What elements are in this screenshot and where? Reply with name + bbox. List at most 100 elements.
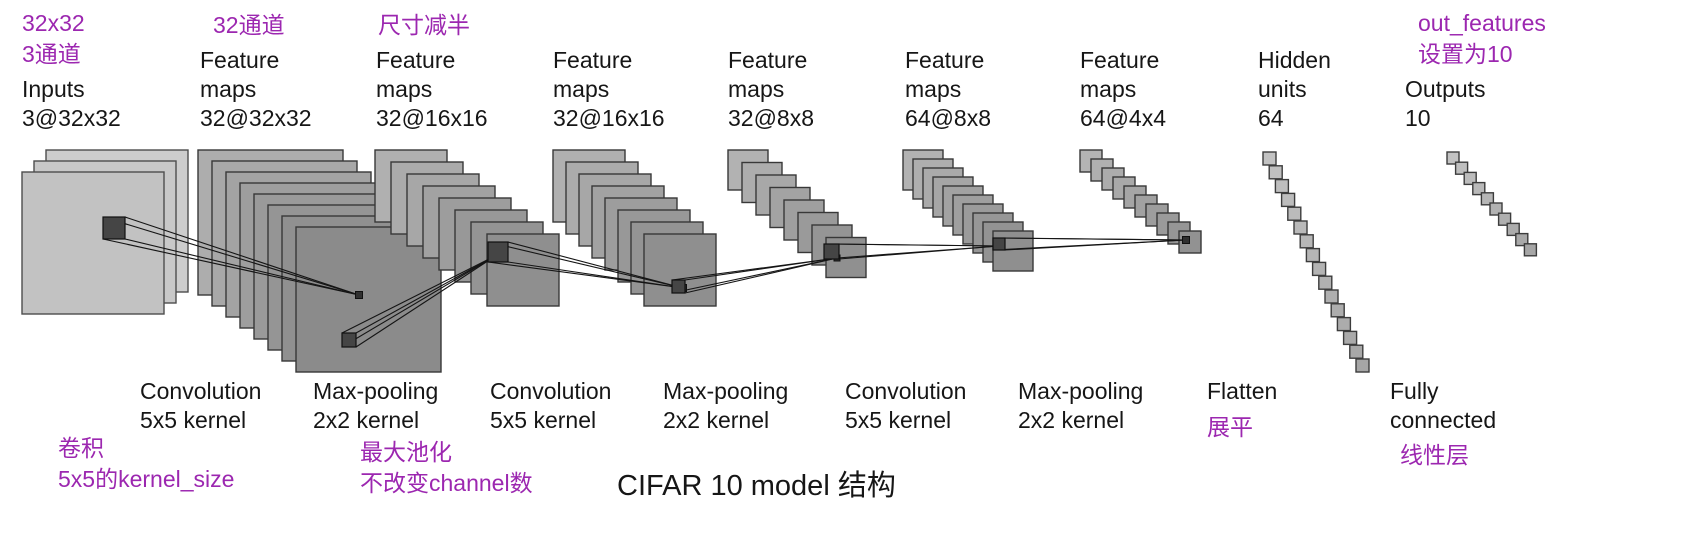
annotation-fully-connected: 线性层 (1400, 440, 1469, 471)
hidden-units-chain-plane-12 (1330, 303, 1345, 318)
hidden-units-chain-plane-15 (1349, 344, 1364, 359)
op-label-pool3-line-2: 2x2 kernel (1018, 407, 1125, 433)
conv2-kernel-line-1 (487, 241, 684, 289)
layer-label-feature-maps-5-line-2: maps (905, 76, 962, 102)
hidden-units-chain-plane-5 (1287, 206, 1302, 221)
op-label-fully-connected-line-2: connected (1390, 407, 1497, 433)
layer-label-feature-maps-5-line-3: 64@8x8 (905, 105, 992, 131)
op-label-flatten-line-1: Flatten (1207, 378, 1278, 404)
conv1-feature-maps-plane-8 (295, 226, 442, 373)
op-label-conv3: Convolution 5x5 kernel (845, 377, 966, 435)
op-label-pool2-line-2: 2x2 kernel (663, 407, 770, 433)
op-label-pool3-line-1: Max-pooling (1018, 378, 1144, 404)
pool1-kernel (341, 332, 357, 348)
layer-label-hidden-units-line-2: units (1258, 76, 1307, 102)
hidden-units-chain-plane-6 (1293, 220, 1308, 235)
hidden-units-chain-plane-1 (1262, 151, 1277, 166)
layer-label-feature-maps-4-line-3: 32@8x8 (728, 105, 815, 131)
conv3-feature-maps-plane-10 (992, 230, 1034, 272)
hidden-units-chain-plane-3 (1274, 178, 1290, 194)
layer-label-hidden-units: Hidden units 64 (1258, 46, 1331, 133)
annotation-fully-connected-line-1: 线性层 (1400, 442, 1469, 468)
layer-label-outputs-line-2: 10 (1405, 105, 1431, 131)
layer-label-hidden-units-line-3: 64 (1258, 105, 1284, 131)
conv2-feature-maps-plane-8 (643, 233, 717, 307)
annotation-conv1: 卷积 5x5的kernel_size (58, 433, 234, 495)
pool2-kernel-line-2 (684, 257, 838, 281)
pool1-kernel-line-4 (355, 254, 498, 348)
outputs-chain-plane-6 (1489, 202, 1503, 216)
outputs-chain-plane-7 (1497, 212, 1512, 226)
layer-label-feature-maps-6-line-2: maps (1080, 76, 1137, 102)
op-label-conv3-line-2: 5x5 kernel (845, 407, 952, 433)
pool3-kernel-target (1182, 236, 1190, 244)
annotation-outputs: out_features 设置为10 (1418, 8, 1546, 70)
layer-label-feature-maps-1-line-1: Feature (200, 47, 280, 73)
layer-label-feature-maps-2-line-3: 32@16x16 (376, 105, 488, 131)
layer-label-outputs-line-1: Outputs (1405, 76, 1486, 102)
conv1-kernel-line-4 (124, 238, 360, 296)
op-label-pool2-line-1: Max-pooling (663, 378, 789, 404)
hidden-units-chain-plane-14 (1342, 330, 1358, 346)
conv1-kernel-line-1 (102, 216, 360, 296)
hidden-units-chain-plane-13 (1336, 316, 1352, 332)
conv2-kernel-line-2 (507, 241, 684, 289)
layer-label-feature-maps-4-line-1: Feature (728, 47, 808, 73)
op-label-conv1-line-2: 5x5 kernel (140, 407, 247, 433)
layer-label-feature-maps-2-line-2: maps (376, 76, 433, 102)
outputs-chain-plane-2 (1454, 161, 1469, 175)
conv3-kernel-line-2 (838, 243, 1000, 247)
annotation-outputs-line-2: 设置为10 (1418, 41, 1513, 67)
op-label-conv3-line-1: Convolution (845, 378, 967, 404)
annotation-flatten: 展平 (1207, 412, 1253, 443)
annotation-pool1: 最大池化不改变channel数 (360, 437, 533, 499)
annotation-feature-maps-2-line-1: 尺寸减半 (378, 12, 470, 38)
pool1-kernel-line-2 (355, 254, 498, 334)
op-label-conv2-line-1: Convolution (490, 378, 612, 404)
outputs-chain-plane-1 (1446, 151, 1460, 165)
conv2-kernel-line-4 (507, 261, 684, 289)
conv2-kernel (487, 241, 509, 263)
hidden-units-chain-plane-16 (1355, 358, 1370, 373)
annotation-outputs-line-1: out_features (1418, 10, 1546, 36)
pool1-kernel-line-3 (341, 254, 498, 348)
op-label-conv2: Convolution 5x5 kernel (490, 377, 611, 435)
conv3-kernel (823, 243, 840, 260)
layer-label-feature-maps-2: Feature maps 32@16x16 (376, 46, 488, 133)
outputs-chain-plane-5 (1480, 192, 1495, 206)
hidden-units-chain-plane-10 (1318, 275, 1333, 290)
layer-label-feature-maps-6-line-3: 64@4x4 (1080, 105, 1167, 131)
pool1-kernel-line-1 (341, 254, 498, 334)
op-label-pool1-line-1: Max-pooling (313, 378, 439, 404)
annotation-feature-maps-2: 尺寸减半 (378, 10, 470, 41)
layer-label-feature-maps-3-line-2: maps (553, 76, 610, 102)
layer-label-inputs-line-2: 3@32x32 (22, 105, 121, 131)
pool3-kernel-line-4 (1004, 239, 1187, 251)
layer-label-feature-maps-2-line-1: Feature (376, 47, 456, 73)
layer-label-feature-maps-4-line-2: maps (728, 76, 785, 102)
op-label-conv1-line-1: Convolution (140, 378, 262, 404)
layer-label-hidden-units-line-1: Hidden (1258, 47, 1331, 73)
hidden-units-chain-plane-2 (1268, 165, 1283, 180)
op-label-flatten: Flatten (1207, 377, 1277, 406)
outputs-chain-plane-10 (1523, 243, 1538, 257)
layer-label-feature-maps-1-line-3: 32@32x32 (200, 105, 312, 131)
annotation-conv1-line-2: 5x5的kernel_size (58, 466, 235, 492)
annotation-conv1-line-1: 卷积 (58, 435, 104, 461)
outputs-chain-plane-3 (1463, 171, 1477, 186)
op-label-conv2-line-2: 5x5 kernel (490, 407, 597, 433)
hidden-units-chain-plane-8 (1305, 247, 1321, 263)
op-label-pool1-line-2: 2x2 kernel (313, 407, 420, 433)
conv1-kernel-line-3 (102, 238, 360, 296)
outputs-chain-plane-9 (1515, 232, 1529, 247)
layer-label-inputs-line-1: Inputs (22, 76, 85, 102)
annotation-inputs-line-2: 3通道 (22, 41, 81, 67)
